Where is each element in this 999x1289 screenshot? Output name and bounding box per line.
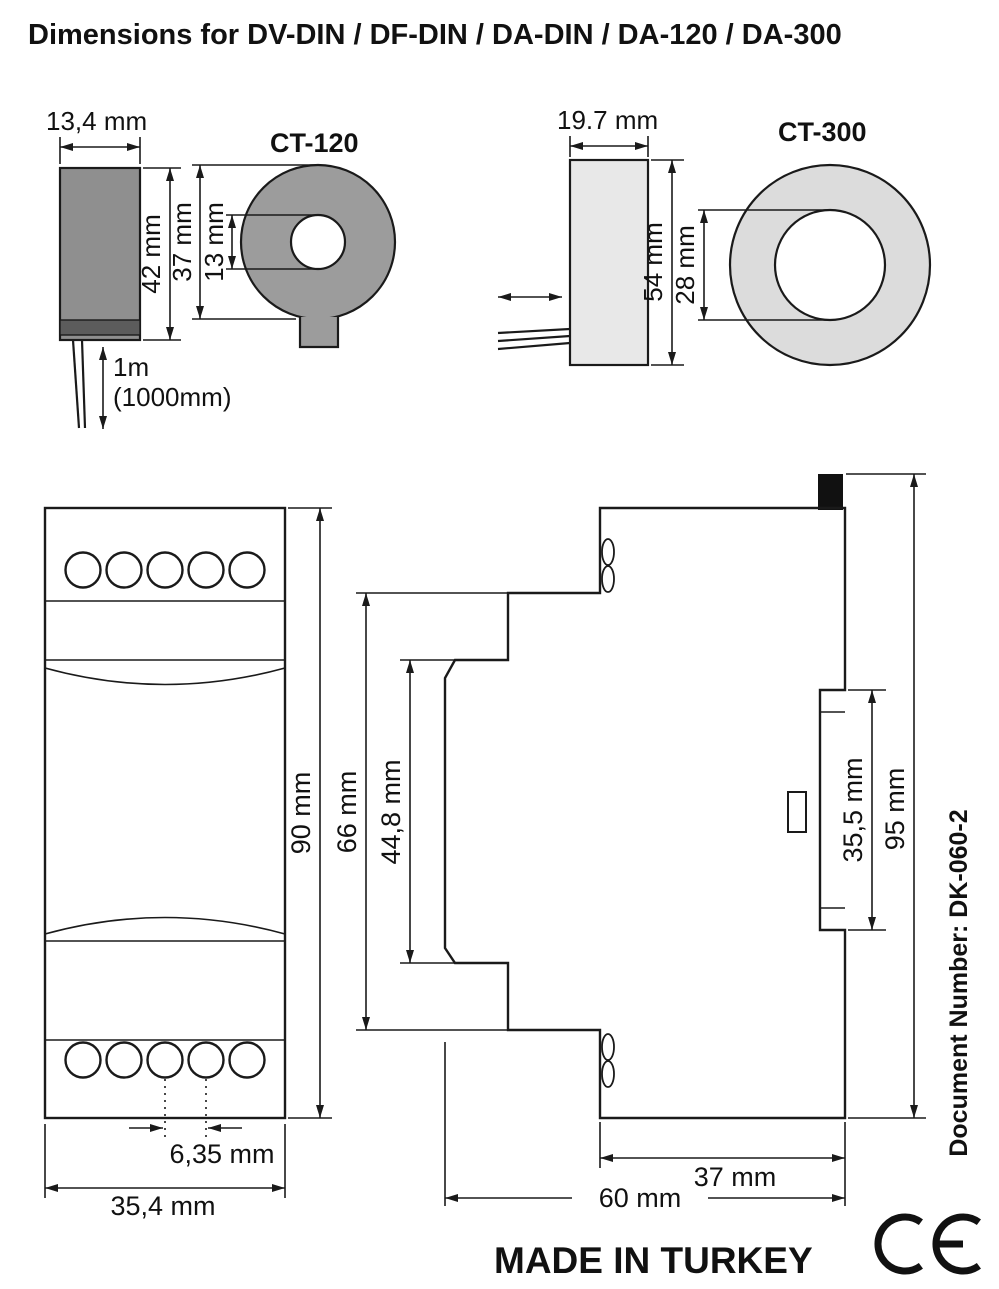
overall-height-dim: 95 mm: [846, 473, 926, 1119]
dim-label-ct120-hole: 13 mm: [199, 202, 229, 281]
ct120-ring-od-dim: 37 mm: [167, 164, 318, 320]
ct120-ring-hole: [289, 213, 347, 271]
made-in-label: MADE IN TURKEY: [494, 1240, 813, 1281]
dim-label-overall-height: 95 mm: [880, 768, 910, 851]
ct300-width-dim: 19.7 mm: [557, 105, 658, 157]
dim-label-front-height: 90 mm: [286, 772, 316, 855]
dim-label-ct120-od: 37 mm: [167, 202, 197, 281]
panel-height-dim: 44,8 mm: [376, 659, 455, 964]
ct300-drawing: 19.7 mm 54 mm 28 mm CT-300: [497, 105, 932, 367]
side-terminal-holes: [601, 538, 615, 1088]
dim-label-rear-depth: 37 mm: [694, 1162, 777, 1192]
dim-label-cable-2: (1000mm): [113, 382, 231, 412]
ce-mark-icon: [874, 1213, 981, 1275]
dim-label-overall-depth: 60 mm: [599, 1183, 682, 1213]
dim-label-mid-height: 66 mm: [332, 771, 362, 854]
ct300-hole-dim: 28 mm: [670, 209, 830, 321]
rail-recess-details: [787, 711, 845, 909]
dim-label-ct300-hole: 28 mm: [670, 225, 700, 304]
ct120-body: [58, 166, 142, 342]
front-top-terminals: [64, 551, 266, 589]
ct120-drawing: 13,4 mm 1m (1000mm) 42 mm 37 mm 13 mm CT…: [46, 106, 397, 429]
front-bottom-terminals: [64, 1041, 266, 1079]
dim-label-ct120-height: 42 mm: [136, 214, 166, 293]
dim-label-panel-height: 44,8 mm: [376, 759, 406, 864]
page-title: Dimensions for DV-DIN / DF-DIN / DA-DIN …: [28, 19, 842, 51]
din-front-view: 6,35 mm 35,4 mm: [43, 506, 287, 1221]
ct120-height-dim: 42 mm: [136, 167, 181, 341]
ct120-body-band: [59, 319, 141, 336]
depth-dims: 37 mm 60 mm: [444, 1042, 846, 1213]
front-height-dim: 90 mm: [286, 507, 332, 1119]
front-face-lines: [44, 600, 286, 1041]
ct120-ring-foot: [298, 317, 340, 349]
ct120-hole-dim: 13 mm: [199, 202, 318, 282]
front-width-dim: 35,4 mm: [44, 1124, 286, 1221]
front-outline: [43, 506, 287, 1120]
side-outline: [443, 506, 847, 1120]
dim-label-terminal-pitch: 6,35 mm: [169, 1139, 274, 1169]
document-number: Document Number: DK-060-2: [945, 809, 973, 1156]
rail-slider: [787, 791, 807, 833]
dim-label-cable-1: 1m: [113, 352, 149, 382]
ct120-width-dim: 13,4 mm: [46, 106, 147, 164]
dim-label-ct300-width: 19.7 mm: [557, 105, 658, 135]
dim-label-ct120-width: 13,4 mm: [46, 106, 147, 136]
dim-label-rail-recess: 35,5 mm: [838, 757, 868, 862]
ct120-cable: [71, 339, 87, 429]
ct300-height-dim: 54 mm: [638, 159, 684, 366]
dim-label-front-width: 35,4 mm: [110, 1191, 215, 1221]
footer: Document Number: DK-060-2 MADE IN TURKEY: [494, 809, 981, 1281]
ct120-cable-length-dim: 1m (1000mm): [99, 347, 231, 429]
rail-recess-dim: 35,5 mm: [838, 689, 886, 931]
ct300-body: [568, 158, 650, 367]
mid-height-dim: 66 mm: [332, 592, 508, 1031]
din-clip-tab: [818, 474, 843, 510]
ct300-ring-hole: [773, 208, 887, 322]
ct300-cable: [497, 293, 571, 351]
ct300-label: CT-300: [778, 117, 867, 147]
din-side-view: 90 mm 66 mm 44,8 mm 35,5 mm 95 mm: [286, 473, 926, 1213]
ct120-label: CT-120: [270, 128, 359, 158]
dim-label-ct300-height: 54 mm: [638, 222, 668, 301]
terminal-pitch-dim: 6,35 mm: [129, 1079, 275, 1169]
